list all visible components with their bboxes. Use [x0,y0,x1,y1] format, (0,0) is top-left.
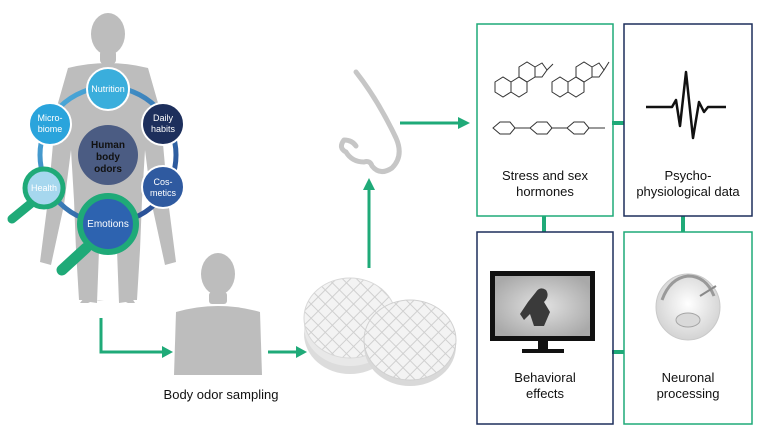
arrow-to-panels-head [458,117,470,129]
emotions-label: Emotions [87,219,129,230]
microbiome-label: Micro-biome [38,113,63,134]
panel-psycho-frame [623,23,753,217]
human-body-odors-circle [78,125,138,185]
human-silhouette-small [174,253,262,375]
panel-neuronal-frame [623,231,753,425]
panel-neuronal-label: Neuronal processing [656,370,720,401]
sugar-structures-icon [492,121,605,135]
body-odor-sampling-label: Body odor sampling [163,387,279,402]
emotions-magnifier-icon [56,193,139,276]
neuronal-device-icon [655,273,721,341]
panel-hormones-label: Stress and sex hormones [502,168,588,199]
panel-psycho: Psycho- physiological data [624,24,752,216]
cosmetics-label: Cos-metics [150,177,177,198]
health-label: Health [31,183,57,193]
monitor-icon [490,271,595,353]
ecg-trace-icon [646,70,726,140]
health-magnifier-icon [7,166,66,224]
cotton-pads-icon [303,277,457,386]
arrow-to-sampling [99,318,162,354]
cosmetics-circle [141,165,185,209]
daily-habits-circle [141,102,185,146]
panel-behavioral-frame [476,231,614,425]
panel-hormones-frame [476,23,614,217]
panel-behavioral-label: Behavioral effects [514,370,576,401]
nose-icon [338,69,402,174]
panel-psycho-label: Psycho- physiological data [636,168,740,199]
nutrition-circle [86,67,130,111]
panel-neuronal: Neuronal processing [624,232,752,424]
arrow-to-nose-head [363,178,375,190]
arrow-to-sampling-head [162,346,173,358]
microbiome-circle [28,102,72,146]
arrow-to-pads-head [296,346,307,358]
panel-behavioral: Behavioral effects [477,232,613,424]
panel-hormones: Stress and sex hormones [477,24,613,216]
nutrition-label: Nutrition [91,84,125,94]
steroid-structures-icon [494,61,610,98]
